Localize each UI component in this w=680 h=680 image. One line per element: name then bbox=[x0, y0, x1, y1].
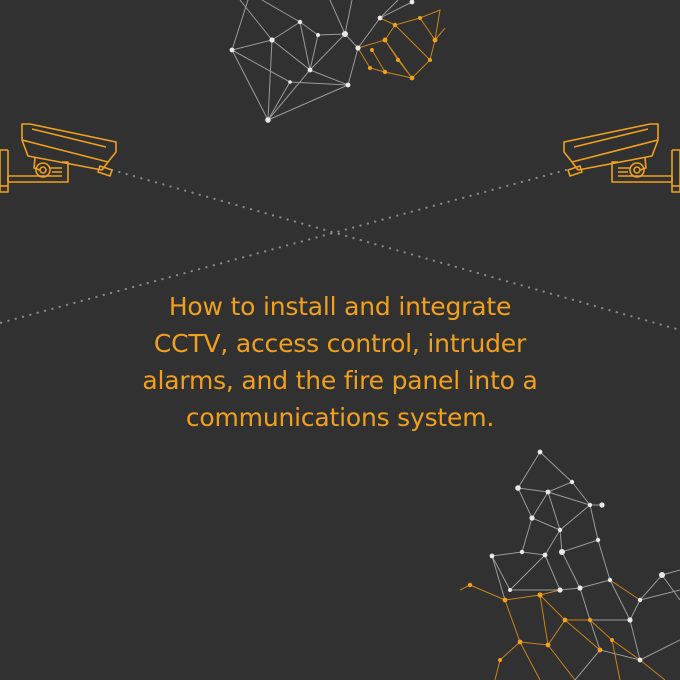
left-camera-line bbox=[110, 168, 680, 332]
right-camera-line bbox=[0, 168, 568, 325]
cctv-camera-icon bbox=[0, 123, 117, 193]
cctv-camera-icon bbox=[563, 123, 680, 193]
headline-text: How to install and integrate CCTV, acces… bbox=[142, 292, 538, 432]
